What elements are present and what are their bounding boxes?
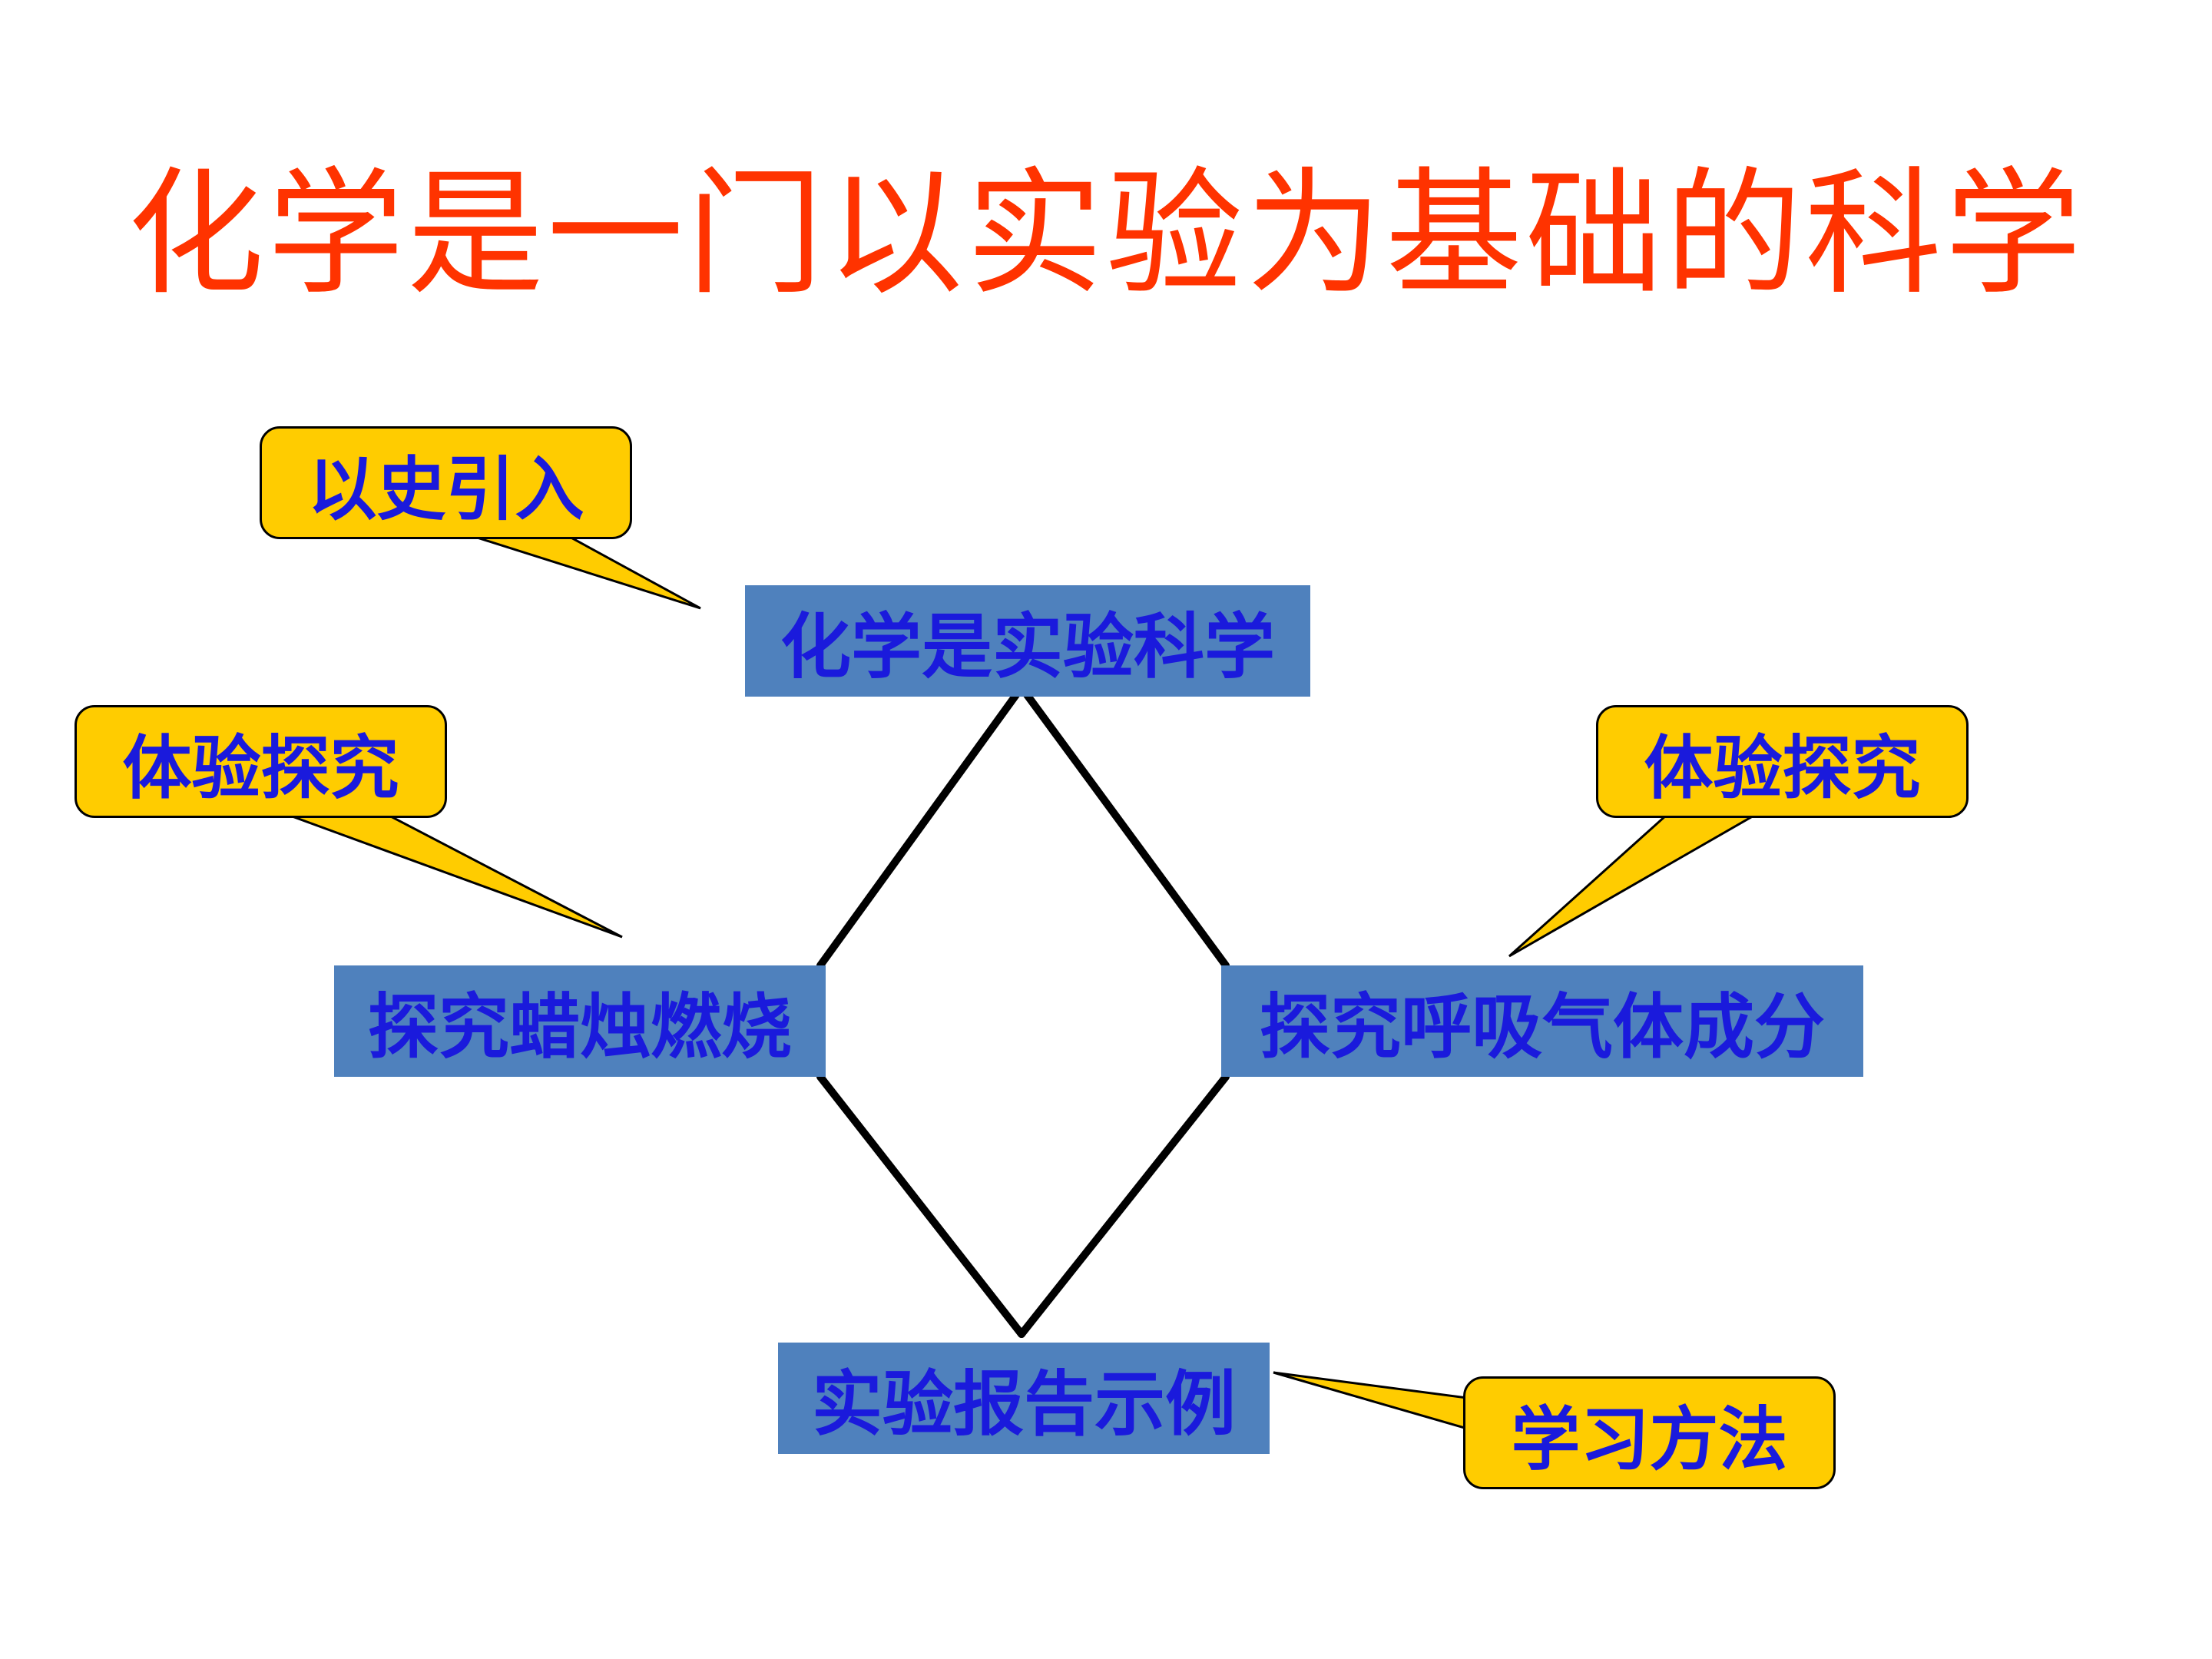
callout-tail-method <box>1273 1371 1469 1430</box>
callout-experience-left: 体验探究 <box>75 705 447 818</box>
node-lab-report-example: 实验报告示例 <box>778 1343 1270 1454</box>
callout-tail-history <box>472 535 701 610</box>
connector-top-left <box>816 684 1025 969</box>
callout-experience-right: 体验探究 <box>1596 705 1969 818</box>
callout-tail-experience-left <box>287 813 623 939</box>
connector-top-right <box>1018 684 1230 969</box>
callout-tail-experience-right <box>1508 813 1760 958</box>
node-candle-combustion: 探究蜡烛燃烧 <box>334 965 826 1077</box>
slide-title: 化学是一门以实验为基础的科学 <box>127 154 2085 313</box>
node-breath-gas-composition: 探究呼吸气体成分 <box>1221 965 1863 1077</box>
callout-learning-method: 学习方法 <box>1463 1376 1836 1489</box>
node-chemistry-experimental-science: 化学是实验科学 <box>745 585 1310 697</box>
connector-right-bottom <box>1018 1073 1230 1338</box>
callout-history-intro: 以史引入 <box>260 426 632 539</box>
connector-left-bottom <box>816 1073 1025 1338</box>
